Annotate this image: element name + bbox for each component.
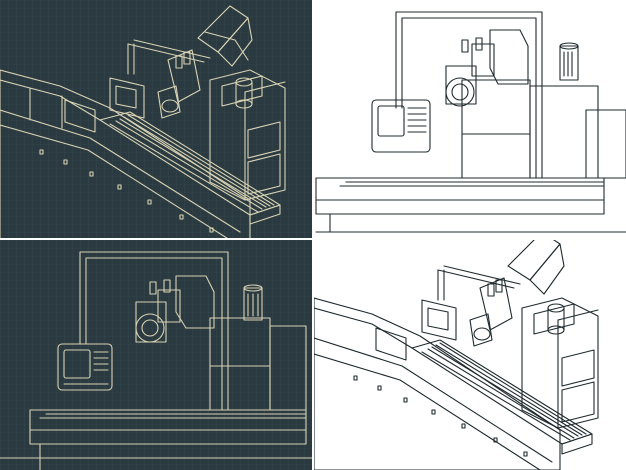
panel-bottom-left: [0, 240, 312, 470]
milling-machine-iso-dark: [0, 5, 286, 238]
panel-top-right: [314, 0, 626, 238]
milling-machine-iso-light: [314, 240, 599, 470]
milling-machine-front-light: [315, 11, 626, 233]
milling-machine-front-dark: [0, 251, 312, 470]
panel-top-left: [0, 0, 312, 238]
panel-bottom-right: [314, 240, 626, 470]
